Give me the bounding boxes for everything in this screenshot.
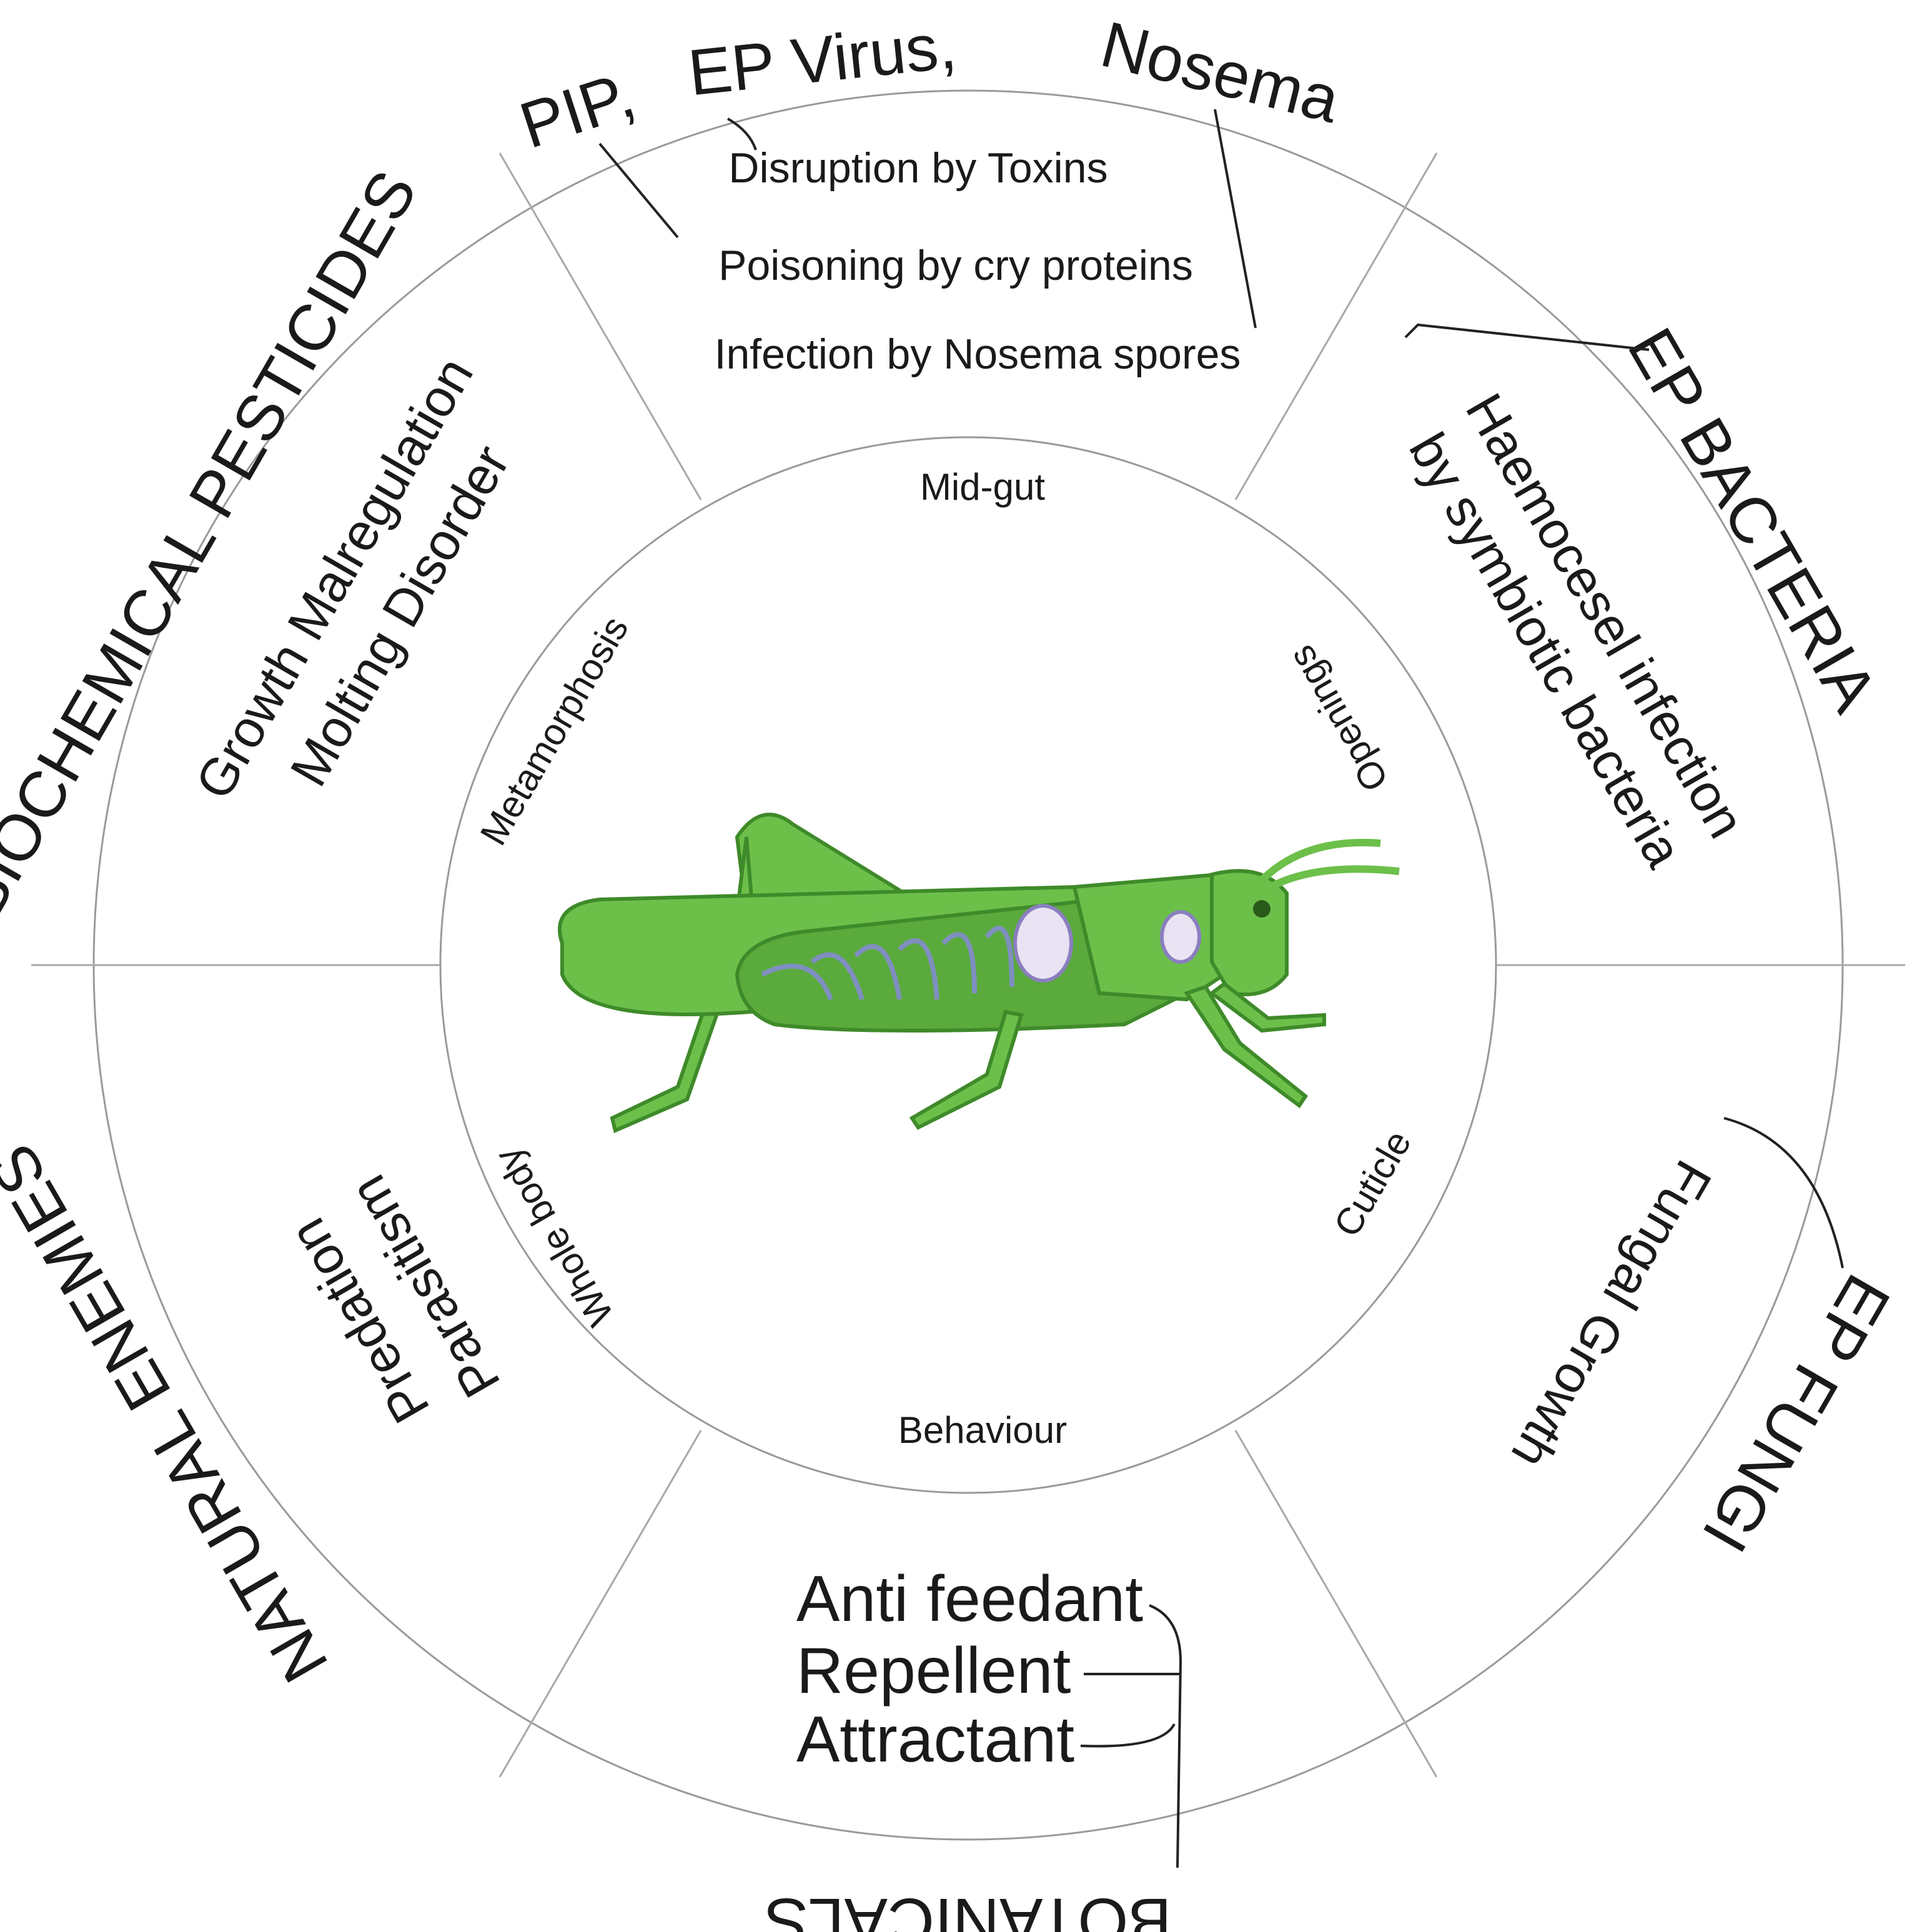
effect-infection-by-nosema-spores: Infection by Nosema spores (715, 330, 1241, 378)
title-ep-fungi: EP FUNGI (1688, 1263, 1904, 1564)
grasshopper-illustration (558, 813, 1400, 1134)
leader-ep-virus (727, 117, 757, 151)
effect-anti-feedant: Anti feedant (796, 1563, 1143, 1635)
sector-ep-fungi: EP FUNGI Fungal Growth (1500, 1117, 1904, 1564)
label-metamorphosis: Metamorphosis (472, 609, 637, 852)
agent-ep-virus: EP Virus, (685, 9, 959, 109)
effect-repellent: Repellent (796, 1635, 1071, 1707)
divider-lower-right (1234, 1430, 1438, 1778)
label-midgut: Mid-gut (920, 466, 1045, 508)
effect-fungal-growth: Fungal Growth (1500, 1151, 1723, 1478)
title-botanicals: BOTANICALS (765, 1885, 1171, 1932)
label-cuticle: Cuticle (1325, 1124, 1419, 1244)
sector-biochemical-pesticides: BIOCHEMICAL PESTICIDES Growth Malregulat… (0, 159, 520, 931)
sector-botanicals: BOTANICALS Anti feedant Repellent Attrac… (765, 1563, 1182, 1932)
label-openings: Openings (1280, 638, 1396, 798)
leader-ep-fungi (1723, 1117, 1844, 1269)
label-behaviour: Behaviour (898, 1409, 1067, 1451)
divider-upper-left (498, 152, 702, 500)
divider-upper-right (1234, 152, 1438, 500)
sector-dividers (31, 152, 1905, 1778)
effect-disruption-by-toxins: Disruption by Toxins (728, 144, 1107, 192)
sector-ep-virus: PIP, EP Virus, Nosema Disruption by Toxi… (512, 8, 1346, 378)
sector-ep-bacteria: EP BACTERIA Haemocesel infection by symb… (1398, 317, 1891, 877)
divider-lower-left (498, 1430, 702, 1778)
title-natural-enemies: NATURAL ENEMIES (0, 1132, 342, 1694)
eye-icon (1253, 900, 1271, 918)
effect-poisoning-by-cry-proteins: Poisoning by cry proteins (718, 242, 1193, 289)
label-whole-body: Whole body (487, 1141, 622, 1333)
leader-ep-bacteria (1404, 323, 1650, 351)
agent-pip: PIP, (512, 58, 643, 162)
effect-attractant: Attractant (796, 1703, 1074, 1776)
leader-pip (598, 142, 679, 239)
leader-botanicals (1149, 1604, 1182, 1868)
internal-organs (761, 904, 1201, 1001)
sector-natural-enemies: NATURAL ENEMIES Predation Parasitism (0, 1132, 512, 1694)
leader-nosema (1214, 109, 1257, 329)
leader-attractant (1080, 1723, 1176, 1748)
agent-nosema: Nosema (1094, 8, 1347, 137)
